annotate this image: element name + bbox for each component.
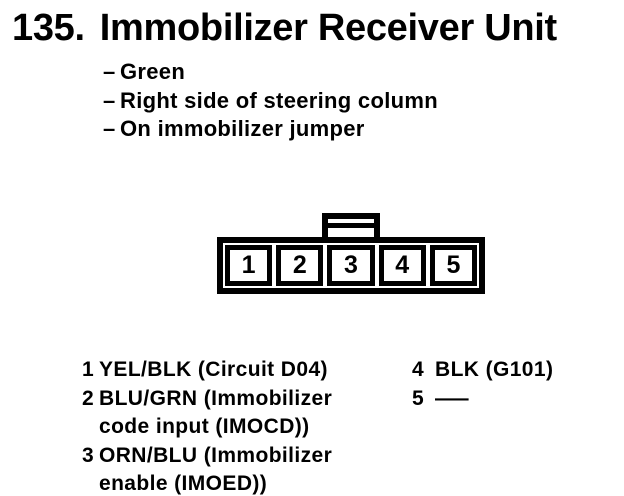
pin-cell-number: 1 <box>241 251 256 279</box>
note-item: – On immobilizer jumper <box>103 115 438 144</box>
pin-description-line: BLU/GRN (Immobilizer <box>99 386 333 410</box>
pin-number: 3 <box>82 443 95 467</box>
pin-row-1: 1 YEL/BLK (Circuit D04) <box>82 356 332 385</box>
pin-description-line: code input (IMOCD)) <box>99 415 310 438</box>
pin-row-2: 2 BLU/GRN (Immobilizer code input (IMOCD… <box>82 385 332 442</box>
connector-diagram: 1 2 3 4 5 <box>217 237 485 294</box>
pin-cell-number: 2 <box>292 251 307 279</box>
pin-number: 1 <box>82 358 95 381</box>
pin-list-right: 4 BLK (G101) 5 — <box>412 356 553 413</box>
note-text: On immobilizer jumper <box>120 116 365 141</box>
pin-description-line: BLK (G101) <box>435 358 554 381</box>
pin-list-left: 1 YEL/BLK (Circuit D04) 2 BLU/GRN (Immob… <box>82 356 332 496</box>
pin-row-3: 3 ORN/BLU (Immobilizer enable (IMOED)) <box>82 442 332 496</box>
pin-description: ORN/BLU (Immobilizer enable (IMOED)) <box>99 442 332 496</box>
pin-number: 2 <box>82 386 95 410</box>
note-text: Green <box>120 59 186 84</box>
pin-description: YEL/BLK (Circuit D04) <box>99 356 328 385</box>
connector-lock-tab-bar <box>328 223 374 228</box>
pin-number: 4 <box>412 358 425 381</box>
note-dash: – <box>103 87 116 113</box>
pin-row-5: 5 — <box>412 385 553 414</box>
section-title-text: Immobilizer Receiver Unit <box>99 7 557 49</box>
pin-description-line: enable (IMOED)) <box>99 472 268 495</box>
pin-description: BLK (G101) <box>435 356 553 385</box>
connector-pin-cell-3: 3 <box>327 245 375 286</box>
note-item: – Green <box>103 58 438 87</box>
pin-cell-number: 3 <box>344 251 358 279</box>
pin-description: BLU/GRN (Immobilizer code input (IMOCD)) <box>99 385 332 442</box>
pin-number: 5 <box>412 386 425 410</box>
pin-cell-number: 4 <box>395 251 410 279</box>
pin-no-connection-dash: — <box>435 386 470 410</box>
connector-pin-cell-1: 1 <box>225 245 273 286</box>
location-notes: – Green – Right side of steering column … <box>103 58 438 144</box>
pin-description-line: YEL/BLK (Circuit D04) <box>99 358 328 381</box>
pin-description-line: ORN/BLU (Immobilizer <box>99 443 333 467</box>
section-number: 135. <box>12 7 85 49</box>
note-dash: – <box>103 59 116 84</box>
note-dash: – <box>103 116 116 141</box>
connector-pin-cell-4: 4 <box>378 245 426 286</box>
page-title: 135. Immobilizer Receiver Unit <box>12 6 557 50</box>
pin-description: — <box>435 385 469 414</box>
connector-lock-tab <box>322 213 380 239</box>
connector-pin-cell-5: 5 <box>429 245 478 286</box>
note-text: Right side of steering column <box>120 87 438 113</box>
pin-cell-number: 5 <box>446 251 461 279</box>
pin-row-4: 4 BLK (G101) <box>412 356 553 385</box>
note-item: – Right side of steering column <box>103 87 438 116</box>
connector-pin-cell-2: 2 <box>276 245 324 286</box>
